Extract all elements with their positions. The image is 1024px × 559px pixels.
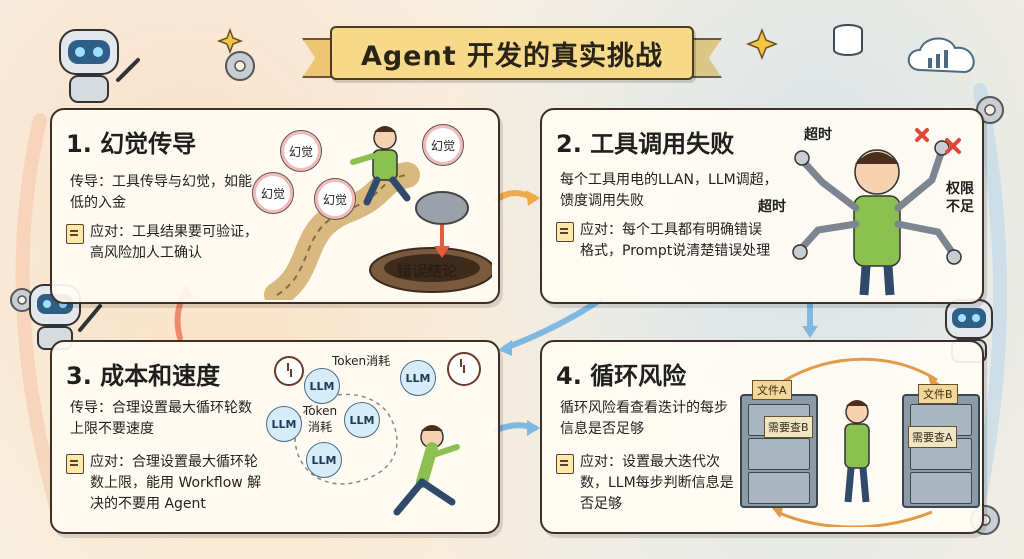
file-a-tab: 文件A (752, 380, 792, 400)
panel-response: 应对：每个工具都有明确错误格式，Prompt说清楚错误处理 (556, 220, 775, 262)
hallucination-tag: 幻觉 (280, 130, 322, 172)
panel-description: 循环风险看查看迭计的每步信息是否足够 (560, 400, 728, 437)
hallucination-tag: 幻觉 (314, 178, 356, 220)
robot-top-left-icon (59, 29, 140, 103)
hallucination-tag: 幻觉 (252, 172, 294, 214)
file-b-tab: 文件B (918, 384, 958, 404)
panel-response: 应对：设置最大迭代次数，LLM每步判断信息是否足够 (556, 452, 740, 515)
panel-response: 应对：合理设置最大循环轮数上限，能用 Workflow 解决的不要用 Agent (66, 452, 270, 515)
token-center-label: Token消耗 (302, 404, 338, 434)
llm-bubble: LLM (304, 368, 340, 404)
panel-description: 传导：工具传导与幻觉，如能低的入金 (70, 174, 252, 211)
title-banner: Agent 开发的真实挑战 (330, 26, 694, 80)
panel-description: 每个工具用电的LLAN，LLM调超，馈度调用失败 (560, 172, 778, 209)
timeout-label: 超时 (758, 199, 786, 215)
page-title: Agent 开发的真实挑战 (360, 40, 664, 72)
llm-bubble: LLM (266, 406, 302, 442)
need-b-note: 需要查B (764, 416, 813, 438)
permission-label: 权限不足 (946, 181, 974, 215)
panel-title: 4. 循环风险 (556, 362, 687, 390)
note-icon (66, 224, 84, 244)
llm-bubble: LLM (400, 360, 436, 396)
clock-icon (447, 352, 481, 386)
panel-tool-failure: 2. 工具调用失败 每个工具用电的LLAN，LLM调超，馈度调用失败 应对：每个… (540, 108, 984, 304)
clock-icon (274, 356, 304, 386)
tool-failure-illustration (792, 128, 962, 296)
panel-title: 2. 工具调用失败 (556, 130, 735, 158)
panel-title: 3. 成本和速度 (66, 362, 221, 390)
token-label: Token消耗 (332, 354, 391, 368)
file-cabinet-a (740, 394, 818, 508)
timeout-label: 超时 (804, 127, 832, 143)
cost-illustration (294, 393, 460, 516)
note-icon (556, 222, 574, 242)
note-icon (556, 454, 574, 474)
hallucination-tag: 幻觉 (422, 124, 464, 166)
pit-label: 错误结论 (397, 262, 458, 280)
llm-bubble: LLM (306, 442, 342, 478)
panel-response: 应对：工具结果要可验证，高风险加人工确认 (66, 222, 265, 264)
note-icon (66, 454, 84, 474)
file-cabinet-b (902, 394, 980, 508)
llm-bubble: LLM (344, 402, 380, 438)
panel-hallucination: 1. 幻觉传导 传导：工具传导与幻觉，如能低的入金 应对：工具结果要可验证，高风… (50, 108, 500, 304)
panel-loop-risk: 4. 循环风险 循环风险看查看迭计的每步信息是否足够 应对：设置最大迭代次数，L… (540, 340, 984, 534)
panel-description: 传导：合理设置最大循环轮数上限不要速度 (70, 400, 252, 437)
panel-cost-speed: 3. 成本和速度 传导：合理设置最大循环轮数上限不要速度 应对：合理设置最大循环… (50, 340, 500, 534)
need-a-note: 需要查A (908, 426, 957, 448)
panel-title: 1. 幻觉传导 (66, 130, 197, 158)
